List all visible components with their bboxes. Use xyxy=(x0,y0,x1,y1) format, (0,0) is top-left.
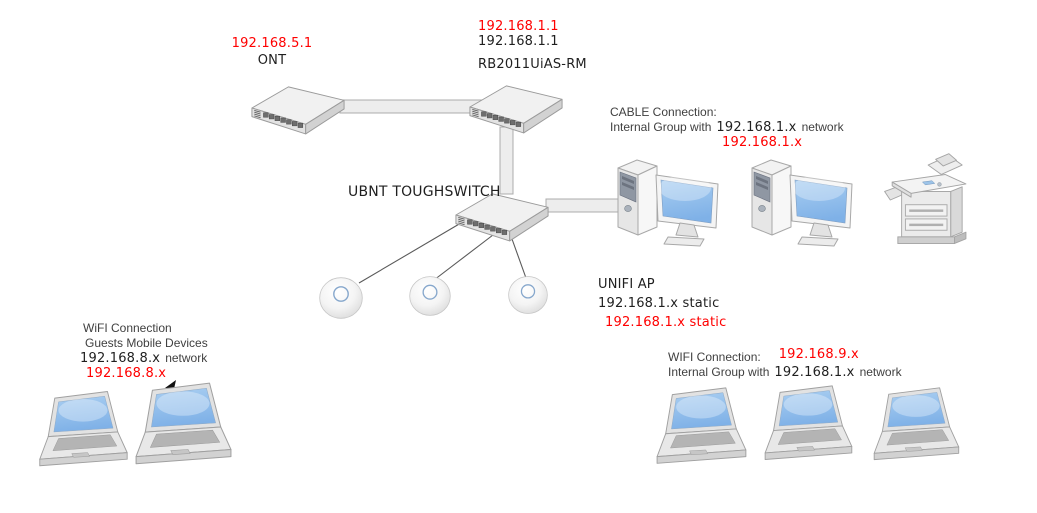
cable-connection-note: CABLE Connection: Internal Group with 19… xyxy=(610,105,844,135)
wire-switch-ap1 xyxy=(358,219,467,284)
wifi-internal-desc-prefix: Internal Group with xyxy=(668,365,770,379)
router-ip-highlight: 192.168.1.1 xyxy=(478,19,559,34)
laptop-icon xyxy=(652,386,750,470)
laptop-icon xyxy=(758,384,858,466)
wifi-guest-title: WiFI Connection xyxy=(83,321,172,335)
unifi-ap-ip-highlight: 192.168.1.x static xyxy=(605,315,727,330)
cable-router-switch xyxy=(499,126,514,195)
router-model: RB2011UiAS-RM xyxy=(478,57,587,72)
desktop-computer-icon xyxy=(612,155,724,247)
unifi-ap-ip: 192.168.1.x static xyxy=(598,296,720,311)
ont-name: ONT xyxy=(257,53,287,68)
wifi-guest-note: WiFI Connection Guests Mobile Devices 19… xyxy=(80,321,208,381)
wire-switch-ap2 xyxy=(433,234,494,281)
printer-copier-icon xyxy=(880,148,980,252)
wire-switch-ap3 xyxy=(511,238,527,279)
cable-switch-pc xyxy=(545,198,623,213)
unifi-ap-name: UNIFI AP xyxy=(598,277,655,292)
wifi-guest-ip-highlight: 192.168.8.x xyxy=(86,366,167,381)
cable-connection-title: CABLE Connection: xyxy=(610,105,717,119)
router-label-group: 192.168.1.1 192.168.1.1 RB2011UiAS-RM xyxy=(478,19,587,72)
wifi-guest-subtitle: Guests Mobile Devices xyxy=(85,336,208,350)
wifi-internal-desc-suffix: network xyxy=(859,365,902,379)
unifi-ap-icon xyxy=(319,277,363,319)
unifi-ap-icon xyxy=(409,276,451,316)
unifi-ap-label-group: UNIFI AP 192.168.1.x static 192.168.1.x … xyxy=(598,275,726,332)
wifi-guest-network-ip: 192.168.8.x xyxy=(80,351,161,366)
wifi-internal-note: WIFI Connection: 192.168.9.x Internal Gr… xyxy=(668,347,902,380)
cable-ont-router xyxy=(339,99,483,114)
wifi-guest-network-suffix: network xyxy=(165,351,208,365)
router-ip: 192.168.1.1 xyxy=(478,34,559,49)
unifi-ap-icon xyxy=(508,275,548,315)
laptop-icon xyxy=(36,388,130,474)
laptop-icon xyxy=(132,381,234,471)
cable-connection-ip-highlight: 192.168.1.x xyxy=(722,135,803,150)
ont-label-group: 192.168.5.1 ONT xyxy=(212,36,332,68)
wifi-internal-ip-highlight: 192.168.9.x xyxy=(778,347,859,362)
laptop-icon xyxy=(866,386,966,466)
router-icon xyxy=(468,79,564,135)
ont-switch-icon xyxy=(250,80,346,136)
wifi-internal-title: WIFI Connection: xyxy=(668,350,761,364)
desktop-computer-icon xyxy=(746,155,858,247)
toughswitch-label: UBNT TOUGHSWITCH xyxy=(348,184,501,200)
wifi-internal-desc-ip: 192.168.1.x xyxy=(774,365,855,380)
cable-connection-desc-suffix: network xyxy=(801,120,844,134)
cable-connection-desc-prefix: Internal Group with xyxy=(610,120,712,134)
wifi-arrow-guest-icon xyxy=(165,380,176,389)
cable-connection-desc-ip: 192.168.1.x xyxy=(716,120,797,135)
ont-ip-highlight: 192.168.5.1 xyxy=(231,36,313,51)
